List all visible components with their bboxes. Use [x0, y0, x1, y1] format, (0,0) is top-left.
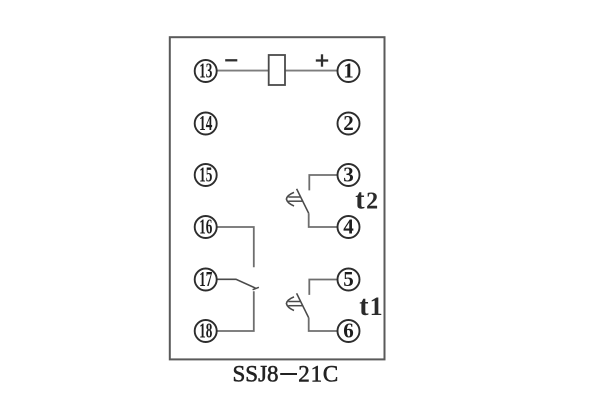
svg-text:17: 17	[199, 267, 212, 291]
svg-text:4: 4	[343, 215, 354, 239]
svg-text:2: 2	[343, 111, 354, 135]
svg-text:6: 6	[343, 319, 354, 343]
svg-text:1: 1	[343, 59, 354, 83]
svg-text:21C: 21C	[298, 362, 339, 387]
svg-text:3: 3	[343, 163, 354, 187]
svg-text:16: 16	[199, 215, 212, 239]
svg-text:13: 13	[199, 59, 212, 83]
svg-text:5: 5	[343, 267, 354, 291]
svg-text:t2: t2	[355, 185, 378, 216]
svg-text:SSJ8: SSJ8	[233, 362, 279, 387]
svg-text:18: 18	[199, 319, 212, 343]
svg-text:t1: t1	[359, 291, 382, 322]
svg-text:14: 14	[199, 111, 213, 135]
svg-text:15: 15	[199, 163, 212, 187]
